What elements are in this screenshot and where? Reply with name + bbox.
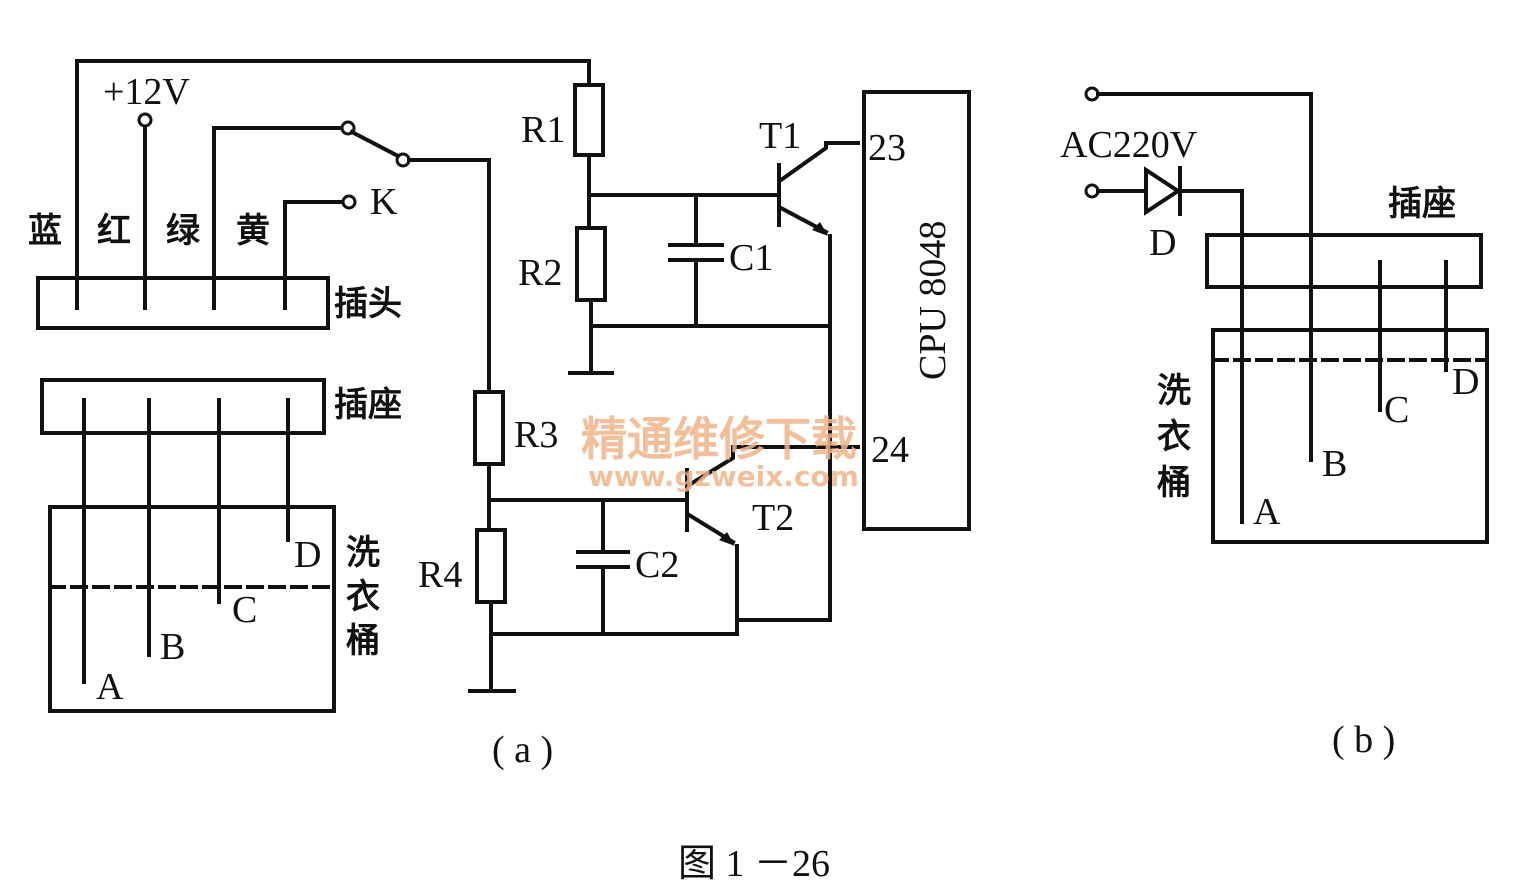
label-b-electrode-d: D xyxy=(1452,361,1479,403)
resistor-r1 xyxy=(573,83,605,157)
label-tub-a-1: 洗 xyxy=(346,533,380,573)
label-c2: C2 xyxy=(635,544,679,586)
label-b-electrode-b: B xyxy=(1322,443,1347,485)
socket-connector-b xyxy=(1205,233,1483,289)
ac-line-2 xyxy=(1178,189,1244,524)
label-k: K xyxy=(370,181,398,223)
green-wire xyxy=(212,126,344,310)
yellow-wire xyxy=(283,200,345,310)
label-electrode-b: B xyxy=(160,626,185,668)
label-r3: R3 xyxy=(514,414,558,456)
caption-a: ( a ) xyxy=(492,729,553,771)
label-r1: R1 xyxy=(521,109,565,151)
diode-d xyxy=(1144,166,1182,216)
label-electrode-a: A xyxy=(96,666,124,708)
label-diode-d: D xyxy=(1149,222,1176,264)
label-socket-b: 插座 xyxy=(1388,184,1456,224)
label-t1: T1 xyxy=(759,115,801,157)
plug-connector xyxy=(36,276,330,330)
washing-tub-b xyxy=(1211,328,1489,544)
label-yellow: 黄 xyxy=(236,211,270,251)
label-red: 红 xyxy=(97,211,131,251)
transistor-t1-collector xyxy=(778,141,860,183)
figure-caption: 图 1 －26 xyxy=(678,843,830,885)
switch-output-wire xyxy=(407,158,491,394)
label-t2: T2 xyxy=(752,497,794,539)
transistor-t2-collector xyxy=(686,445,860,488)
label-electrode-c: C xyxy=(232,589,257,631)
label-tub-b-2: 衣 xyxy=(1157,417,1191,457)
label-tub-a-2: 衣 xyxy=(346,577,380,617)
ac-line-1 xyxy=(1096,92,1313,462)
t1-emitter-arrow xyxy=(812,222,828,236)
plus12v-terminal xyxy=(137,112,153,128)
socket-connector-a xyxy=(40,378,326,435)
switch-blade xyxy=(349,129,401,159)
label-b-electrode-c: C xyxy=(1384,389,1409,431)
label-cpu: CPU 8048 xyxy=(912,221,954,380)
blue-wire xyxy=(75,59,591,310)
label-plus12v: +12V xyxy=(103,71,190,113)
label-blue: 蓝 xyxy=(28,211,62,251)
watermark-title: 精通维修下载 xyxy=(581,412,857,466)
t2-emitter-arrow xyxy=(719,532,735,546)
label-pin-23: 23 xyxy=(868,127,906,169)
label-green: 绿 xyxy=(166,211,201,251)
label-tub-b-3: 桶 xyxy=(1157,463,1191,503)
label-c1: C1 xyxy=(729,237,773,279)
label-b-electrode-a: A xyxy=(1253,491,1281,533)
caption-b: ( b ) xyxy=(1332,719,1395,761)
k-terminal xyxy=(341,194,357,210)
label-socket-a: 插座 xyxy=(334,385,402,425)
label-electrode-d: D xyxy=(294,534,321,576)
resistor-r3 xyxy=(473,390,505,466)
resistor-r2 xyxy=(575,226,607,302)
label-tub-b-1: 洗 xyxy=(1157,371,1191,411)
watermark-url: www.gzweix.com xyxy=(588,460,859,493)
label-ac220v: AC220V xyxy=(1060,124,1198,166)
label-r2: R2 xyxy=(518,252,562,294)
label-pin-24: 24 xyxy=(871,429,909,471)
label-r4: R4 xyxy=(418,554,462,596)
label-plug: 插头 xyxy=(334,284,402,324)
washing-tub-a xyxy=(48,505,336,713)
cpu-8048-chip xyxy=(862,90,971,531)
label-tub-a-3: 桶 xyxy=(346,621,380,661)
resistor-r4 xyxy=(475,528,507,604)
